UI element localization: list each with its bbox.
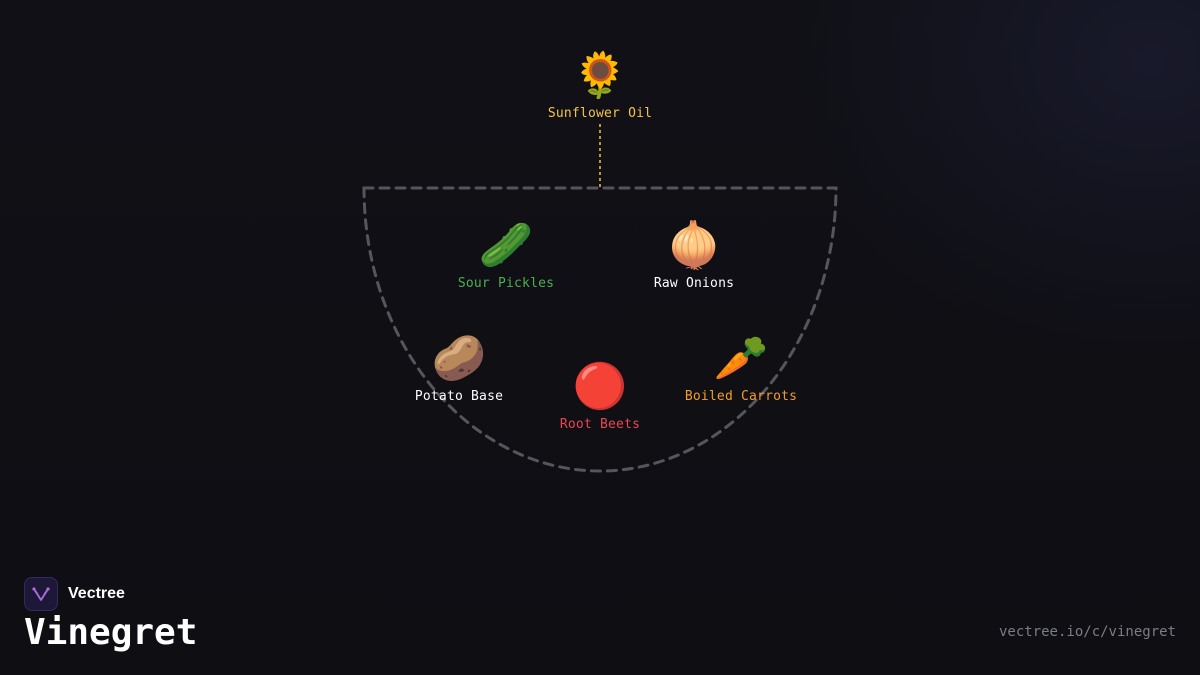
source-url[interactable]: vectree.io/c/vinegret [998,624,1176,640]
ingredient-label: Potato Base [414,389,504,404]
ingredient-label: Sour Pickles [457,276,555,291]
brand-name: Vectree [68,585,125,602]
top-ingredient-sunflower-oil[interactable]: 🌻 Sunflower Oil [510,50,690,121]
page-title: Vinegret [24,612,198,653]
ingredient-label: Sunflower Oil [547,106,653,121]
cucumber-icon: 🥒 [478,220,534,271]
ingredient-boiled-carrots[interactable]: 🥕 Boiled Carrots [651,333,831,404]
red-circle-icon: 🔴 [572,361,628,412]
vectree-logo-icon [24,577,58,611]
onion-icon: 🧅 [666,220,722,271]
bowl-outline [362,186,838,473]
ingredient-potato-base[interactable]: 🥔 Potato Base [369,333,549,404]
ingredient-label: Root Beets [559,417,641,432]
ingredient-label: Boiled Carrots [684,389,798,404]
ingredient-root-beets[interactable]: 🔴 Root Beets [510,361,690,432]
brand: Vectree [24,577,125,611]
sunflower-icon: 🌻 [572,50,628,101]
ingredient-label: Raw Onions [653,276,735,291]
potato-icon: 🥔 [431,333,487,384]
ingredient-sour-pickles[interactable]: 🥒 Sour Pickles [416,220,596,291]
ingredient-raw-onions[interactable]: 🧅 Raw Onions [604,220,784,291]
carrot-icon: 🥕 [713,333,769,384]
